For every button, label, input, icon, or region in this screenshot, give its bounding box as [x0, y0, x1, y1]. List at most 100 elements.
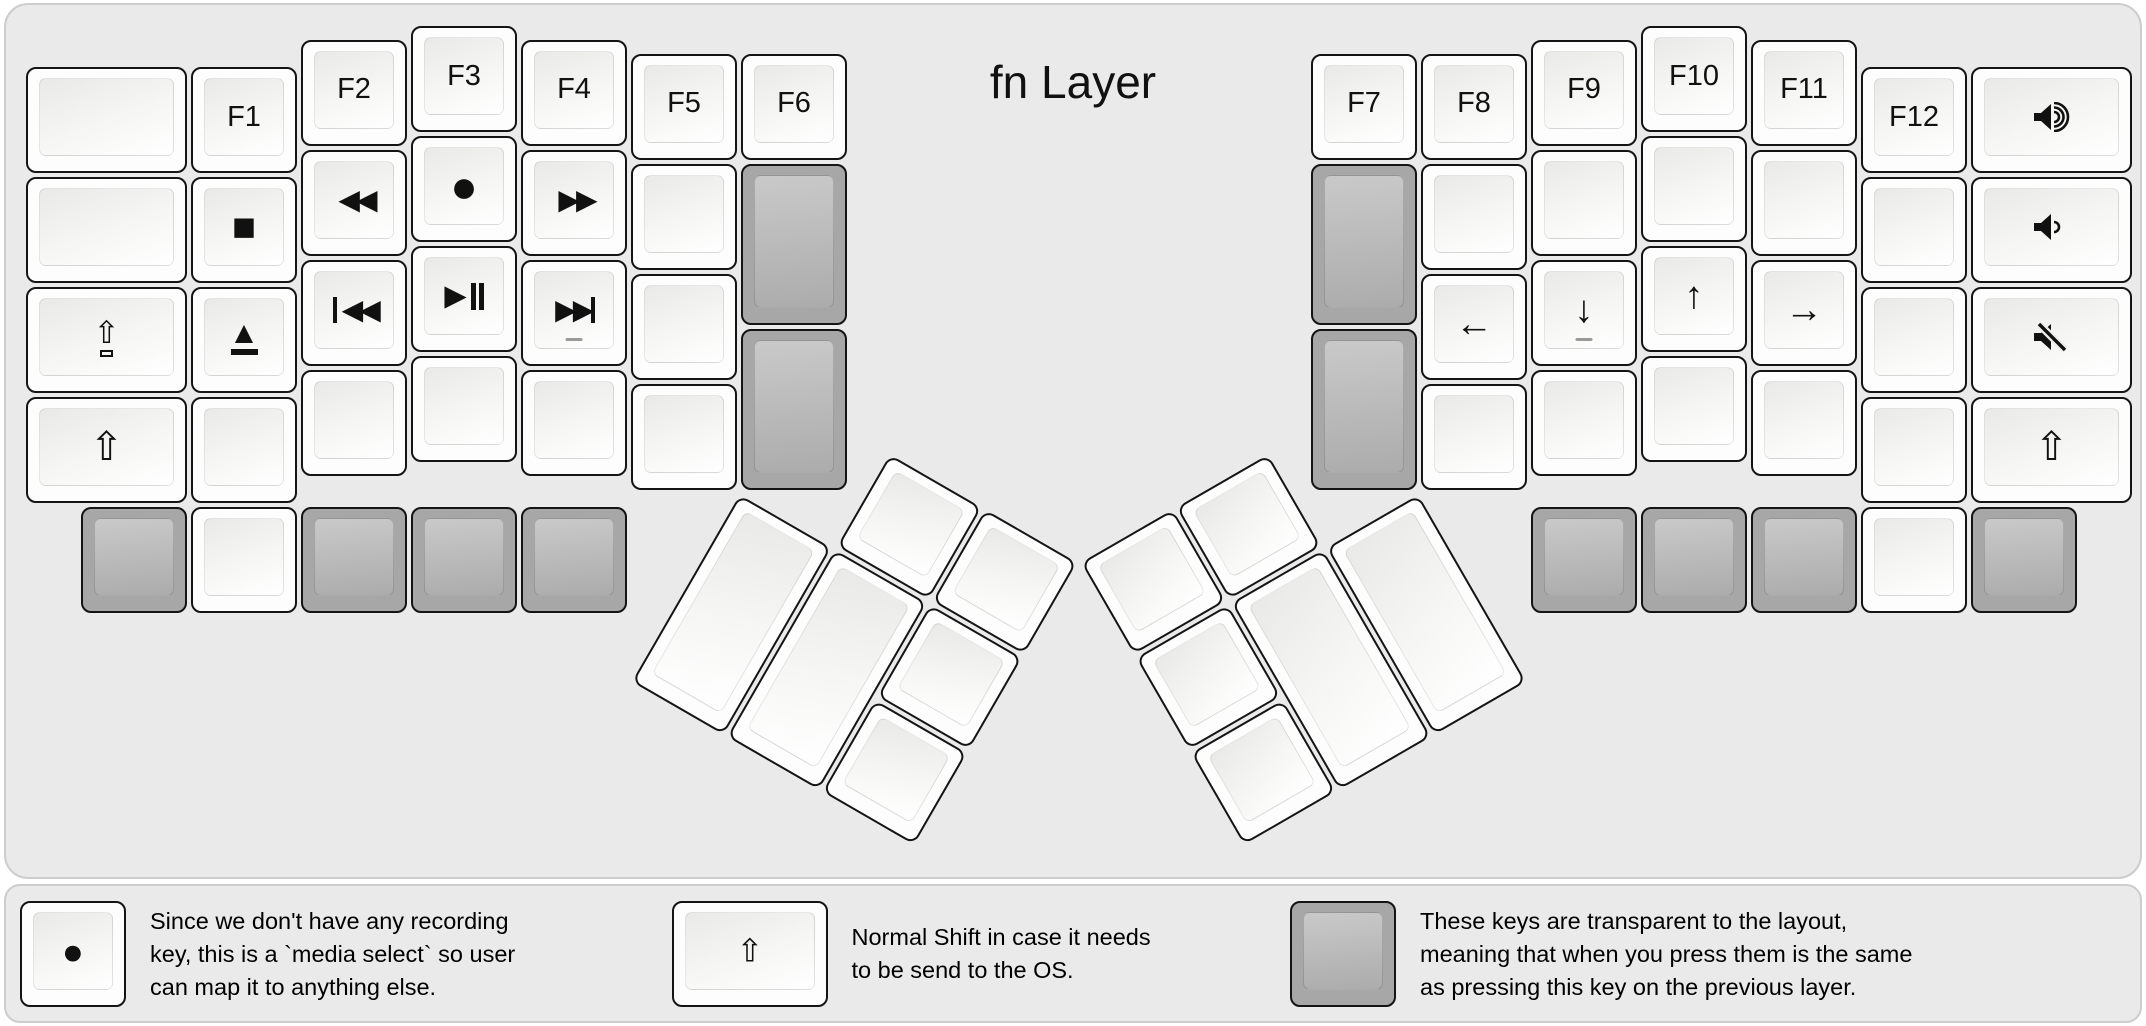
legend-line: can map it to anything else. — [150, 973, 437, 1000]
key-blank[interactable] — [26, 67, 187, 174]
rewind-icon: ◀◀ — [338, 183, 377, 215]
key-blank[interactable] — [1641, 136, 1747, 242]
arrow-up-icon: ↑ — [1684, 275, 1704, 317]
key-transparent[interactable] — [741, 328, 847, 490]
key-blank[interactable] — [631, 163, 737, 270]
key-f3[interactable]: F3 — [411, 26, 517, 132]
key-caps-lock[interactable]: ⇧ — [26, 287, 187, 394]
key-blank[interactable] — [1421, 163, 1527, 270]
caps-lock-icon: ⇧ — [94, 317, 119, 358]
key-f10[interactable]: F10 — [1641, 26, 1747, 132]
key-volume-down[interactable] — [1971, 177, 2132, 284]
key-blank[interactable] — [1861, 507, 1967, 614]
key-blank[interactable] — [1861, 177, 1967, 284]
legend-text-media-select: Since we don't have any recording key, t… — [150, 905, 515, 1004]
legend-line: meaning that when you press them is the … — [1420, 940, 1913, 967]
key-transparent[interactable] — [521, 507, 627, 614]
key-blank[interactable] — [1861, 397, 1967, 504]
key-blank[interactable] — [1421, 383, 1527, 490]
key-transparent[interactable] — [301, 507, 407, 614]
shift-key-swatch: ⇧ — [672, 901, 828, 1007]
key-transparent[interactable] — [411, 507, 517, 614]
key-f2[interactable]: F2 — [301, 39, 407, 146]
key-transparent[interactable] — [1311, 163, 1417, 325]
eject-icon: ▲ — [229, 317, 259, 355]
key-blank[interactable] — [521, 369, 627, 476]
key-fast-forward[interactable]: ▶▶ — [521, 149, 627, 256]
key-arrow-right[interactable]: → — [1751, 259, 1857, 366]
key-label: F11 — [1780, 73, 1828, 106]
key-label: F6 — [777, 87, 811, 119]
key-record[interactable]: ● — [411, 136, 517, 242]
stop-icon: ■ — [231, 205, 257, 250]
next-track-icon: ▶▶ — [553, 295, 595, 324]
key-f11[interactable]: F11 — [1751, 39, 1857, 146]
mute-icon — [2030, 322, 2074, 353]
legend-panel: ● Since we don't have any recording key,… — [4, 884, 2142, 1023]
key-stop[interactable]: ■ — [191, 177, 297, 284]
key-next-track[interactable]: ▶▶ — [521, 259, 627, 366]
key-blank[interactable] — [301, 369, 407, 476]
key-transparent[interactable] — [1751, 507, 1857, 614]
key-label: F4 — [557, 73, 591, 106]
key-blank[interactable] — [191, 507, 297, 614]
key-blank[interactable] — [631, 273, 737, 380]
legend-item-transparent: These keys are transparent to the layout… — [1290, 901, 1912, 1007]
key-arrow-left[interactable]: ← — [1421, 273, 1527, 380]
key-f1[interactable]: F1 — [191, 67, 297, 174]
key-shift[interactable]: ⇧ — [26, 397, 187, 504]
key-transparent[interactable] — [1641, 507, 1747, 614]
key-label: F9 — [1567, 73, 1601, 106]
key-rewind[interactable]: ◀◀ — [301, 149, 407, 256]
key-record[interactable]: ● — [20, 901, 126, 1007]
play-pause-icon: ▶ — [444, 281, 484, 311]
key-transparent[interactable] — [1311, 328, 1417, 490]
key-transparent[interactable] — [741, 163, 847, 325]
key-label: F12 — [1889, 100, 1939, 133]
key-blank[interactable] — [26, 177, 187, 284]
arrow-left-icon: ← — [1455, 302, 1493, 345]
key-shift[interactable]: ⇧ — [1971, 397, 2132, 504]
legend-item-shift: ⇧ Normal Shift in case it needs to be se… — [672, 901, 1151, 1007]
key-volume-up[interactable] — [1971, 67, 2132, 174]
key-blank[interactable] — [411, 356, 517, 462]
key-prev-track[interactable]: ◀◀ — [301, 259, 407, 366]
key-f8[interactable]: F8 — [1421, 53, 1527, 160]
volume-up-icon — [2030, 102, 2074, 133]
fast-forward-icon: ▶▶ — [558, 183, 597, 215]
key-f9[interactable]: F9 — [1531, 39, 1637, 146]
key-f6[interactable]: F6 — [741, 53, 847, 160]
key-blank[interactable] — [1751, 149, 1857, 256]
key-mute[interactable] — [1971, 287, 2132, 394]
key-transparent[interactable] — [1531, 507, 1637, 614]
key-shift[interactable]: ⇧ — [672, 901, 828, 1007]
key-blank[interactable] — [1531, 369, 1637, 476]
key-blank[interactable] — [1751, 369, 1857, 476]
legend-line: to be send to the OS. — [851, 957, 1074, 983]
shift-icon: ⇧ — [89, 425, 124, 470]
key-play-pause[interactable]: ▶ — [411, 246, 517, 352]
legend-line: Normal Shift in case it needs — [851, 924, 1151, 950]
layer-title: fn Layer — [989, 56, 1157, 108]
media-select-key-swatch: ● — [20, 901, 126, 1007]
key-blank[interactable] — [631, 383, 737, 490]
key-blank[interactable] — [1861, 287, 1967, 394]
key-arrow-down[interactable]: ↓ — [1531, 259, 1637, 366]
key-arrow-up[interactable]: ↑ — [1641, 246, 1747, 352]
homing-bar — [565, 337, 583, 341]
record-icon: ● — [61, 930, 85, 972]
key-f7[interactable]: F7 — [1311, 53, 1417, 160]
key-transparent[interactable] — [1971, 507, 2077, 614]
key-transparent[interactable] — [81, 507, 187, 614]
key-transparent[interactable] — [1290, 901, 1396, 1007]
key-f12[interactable]: F12 — [1861, 67, 1967, 174]
key-f5[interactable]: F5 — [631, 53, 737, 160]
key-f4[interactable]: F4 — [521, 39, 627, 146]
key-blank[interactable] — [191, 397, 297, 504]
legend-item-media-select: ● Since we don't have any recording key,… — [20, 901, 515, 1007]
key-label: F3 — [447, 59, 481, 92]
key-eject[interactable]: ▲ — [191, 287, 297, 394]
key-blank[interactable] — [1531, 149, 1637, 256]
key-blank[interactable] — [1641, 356, 1747, 462]
